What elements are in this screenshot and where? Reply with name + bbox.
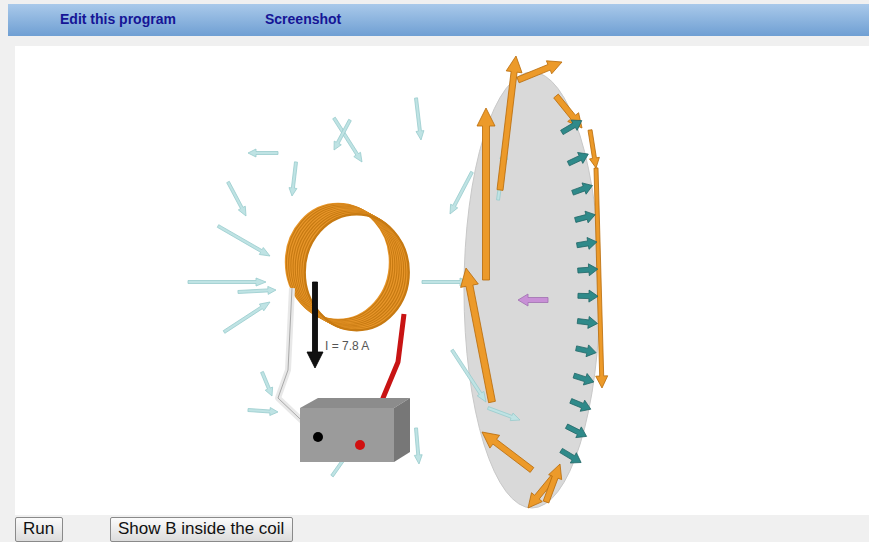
flux-arrow — [482, 432, 534, 472]
flux-arrow — [477, 108, 495, 280]
flux-arrow-group — [461, 56, 608, 508]
flux-arrow — [543, 464, 562, 503]
menu-bar: Edit this program Screenshot — [8, 4, 869, 36]
normal-arrow — [577, 317, 597, 329]
flux-arrow — [497, 56, 522, 190]
flux-arrow — [517, 61, 562, 83]
normal-arrow — [578, 264, 598, 276]
normal-arrow-group — [560, 120, 598, 463]
normal-arrow — [561, 120, 582, 135]
battery-side — [394, 398, 410, 462]
field-arrow — [248, 149, 278, 157]
coil — [286, 204, 409, 330]
field-arrow — [227, 181, 246, 216]
field-arrow — [333, 117, 362, 162]
canvas-ground — [15, 46, 869, 515]
normal-arrow — [560, 448, 581, 463]
field-arrow — [188, 278, 266, 286]
centre-arrow-group — [518, 294, 548, 306]
terminal-neg — [313, 432, 323, 442]
current-label: I = 7.8 A — [325, 339, 369, 353]
field-arrow — [289, 162, 298, 196]
flux-arrow — [461, 268, 496, 403]
normal-arrow — [577, 238, 597, 250]
field-arrow — [415, 98, 424, 140]
field-arrow — [414, 428, 422, 464]
run-button: Run — [15, 517, 63, 542]
normal-arrow — [570, 399, 591, 412]
normal-arrow — [575, 211, 596, 223]
normal-arrow — [573, 373, 594, 385]
button-label: Run — [23, 519, 54, 538]
coil-turn — [305, 214, 409, 330]
normal-arrow — [572, 183, 593, 195]
flux-arrow — [594, 168, 608, 388]
field-arrow — [217, 225, 270, 256]
field-arrow-group — [188, 98, 520, 477]
field-arrow — [334, 119, 351, 150]
field-arrow — [488, 407, 521, 421]
centre-arrow — [518, 294, 548, 306]
button-label: Show B inside the coil — [118, 519, 284, 538]
toggle-button: Show B inside the coil — [110, 517, 293, 542]
terminal-pos — [355, 440, 365, 450]
normal-arrow — [565, 424, 586, 438]
menu-link: Screenshot — [265, 11, 341, 27]
normal-arrow — [578, 290, 598, 302]
menu-link: Edit this program — [60, 11, 176, 27]
flux-arrow — [588, 130, 599, 168]
field-arrow — [450, 171, 473, 214]
normal-arrow — [576, 345, 597, 357]
battery — [300, 408, 394, 462]
flux-disk — [464, 72, 600, 508]
field-arrow — [238, 286, 276, 294]
field-arrow — [223, 302, 270, 333]
battery-top — [300, 398, 410, 408]
current-arrow — [307, 282, 323, 368]
normal-arrow — [567, 153, 588, 166]
current-arrow-group — [307, 282, 323, 368]
field-arrow — [248, 408, 278, 416]
field-arrow — [261, 371, 273, 396]
